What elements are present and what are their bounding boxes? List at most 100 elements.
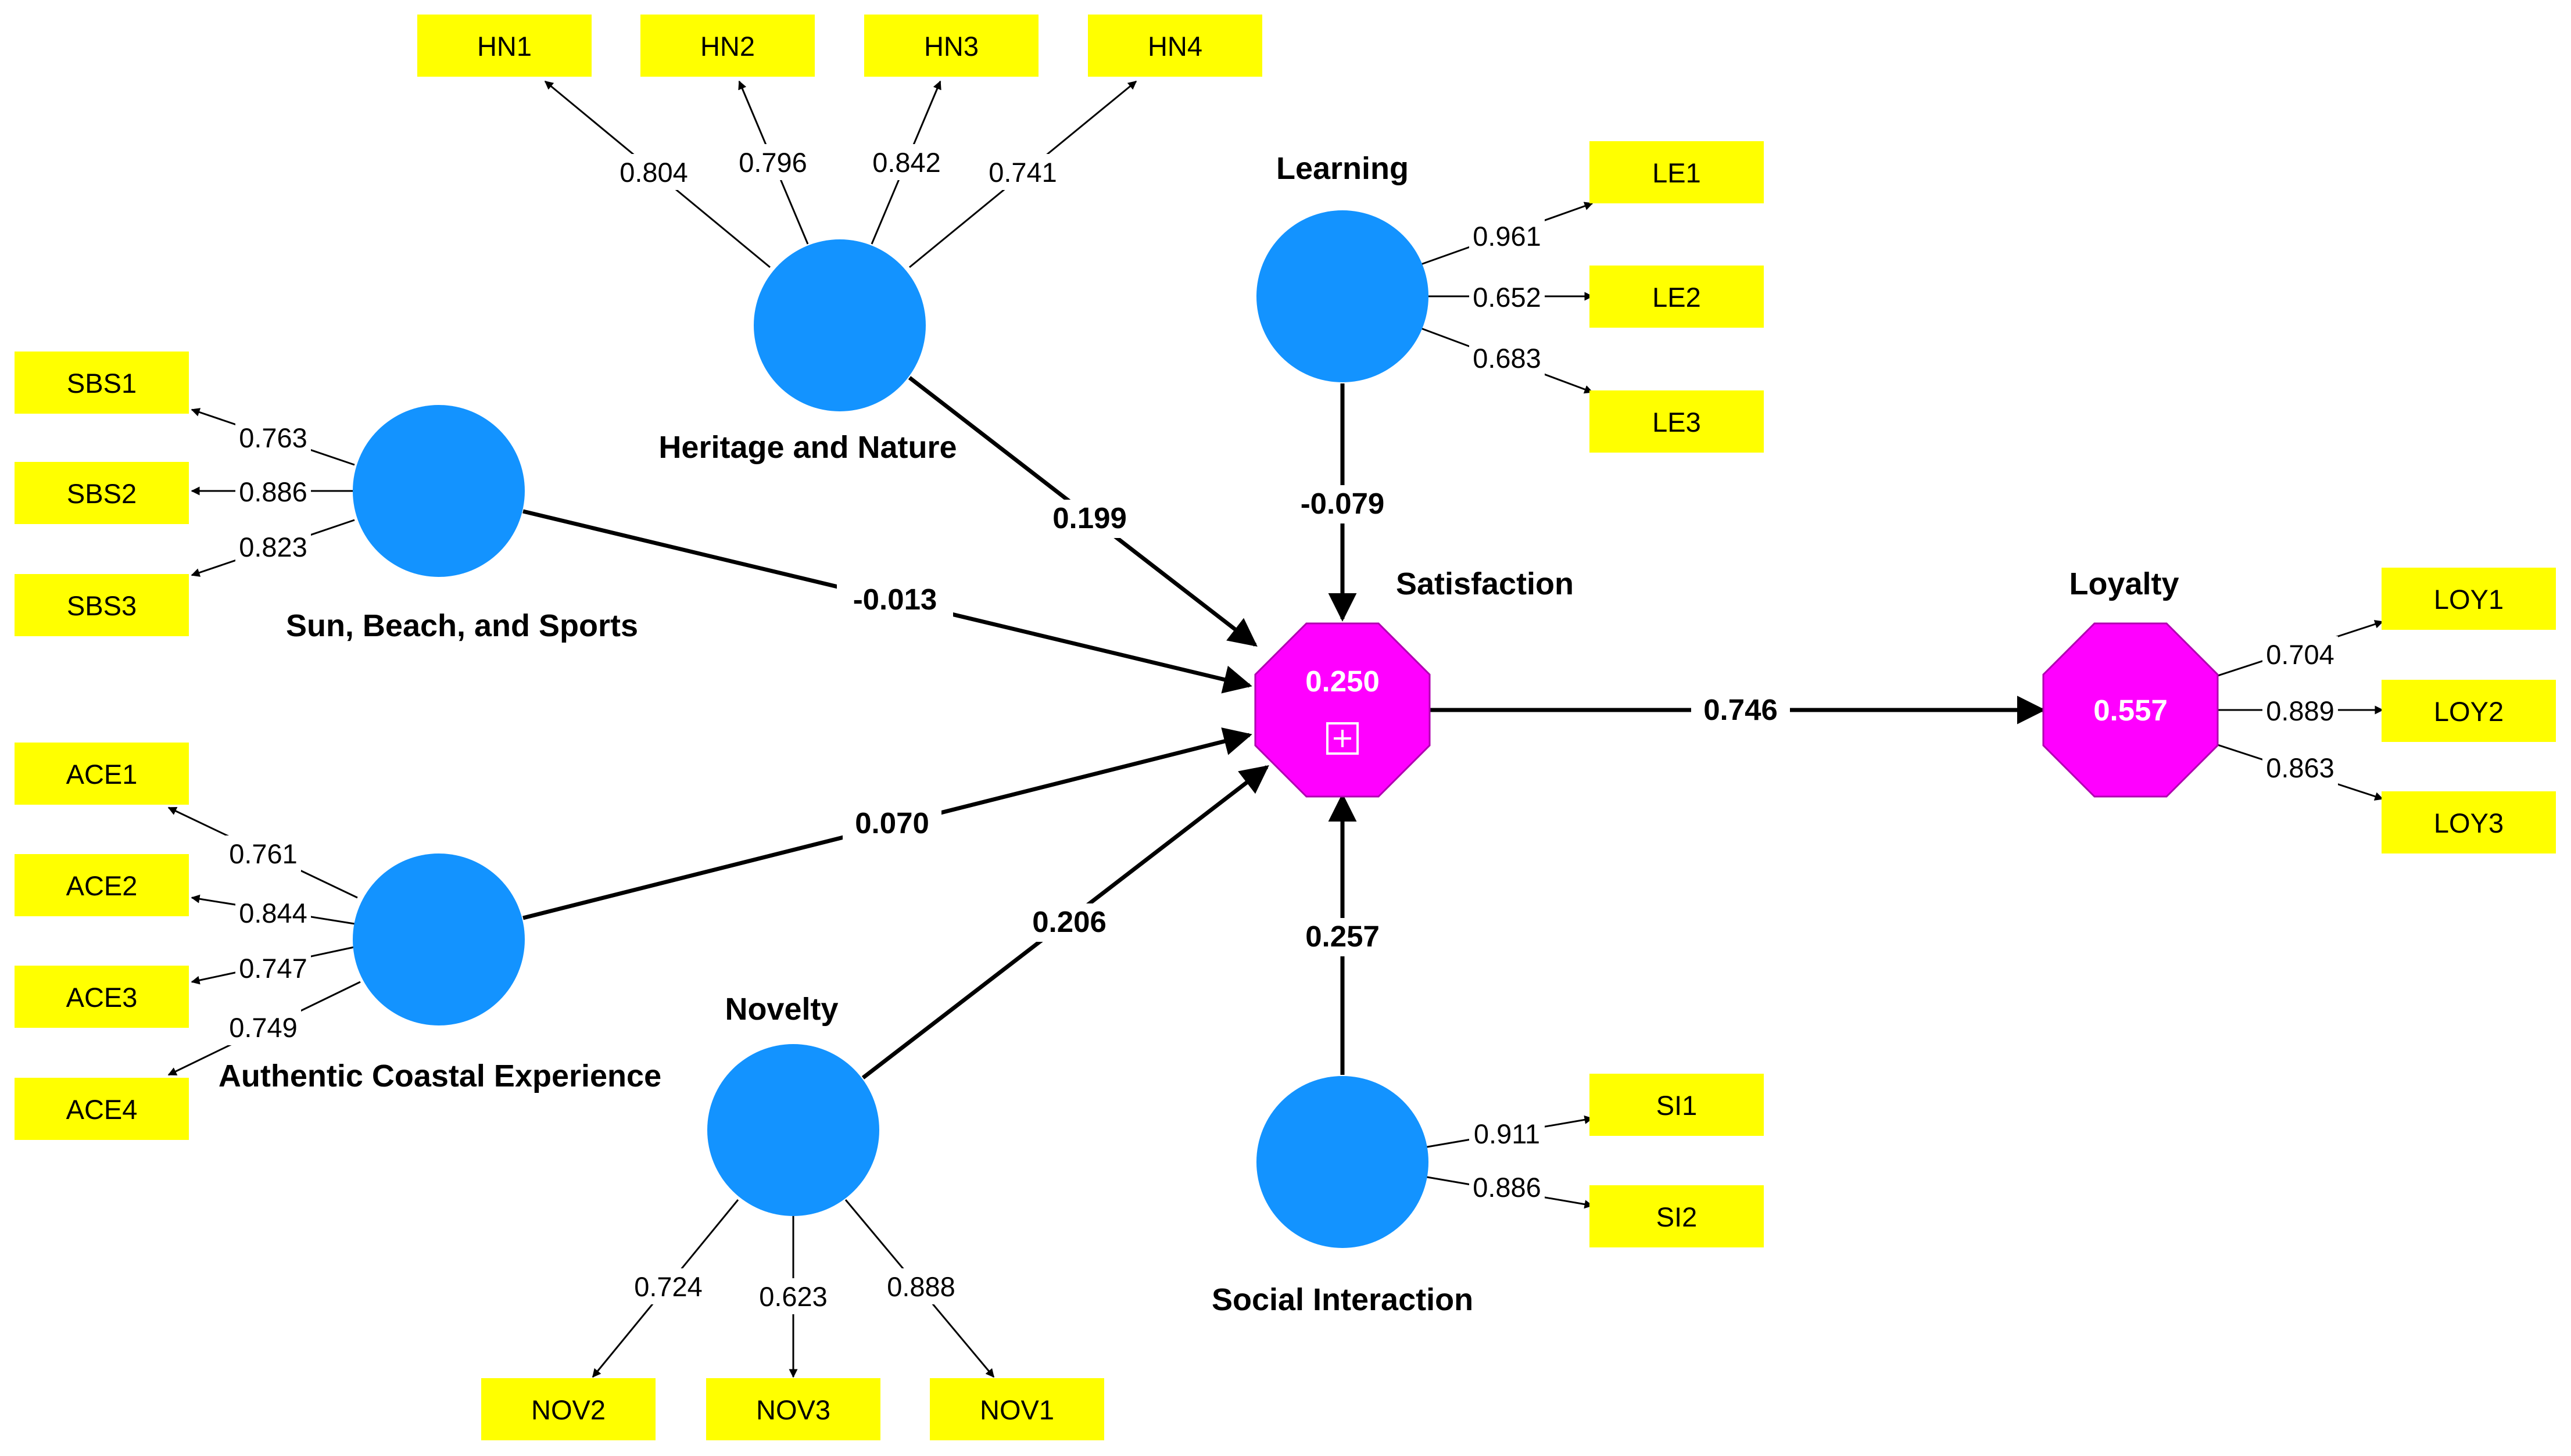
indicator-boxes: HN1 HN2 HN3 HN4 SBS1 SBS2 SBS3 ACE1 ACE2…	[15, 15, 2556, 1440]
indicator-ace4[interactable]: ACE4	[15, 1078, 189, 1140]
construct-node-loy[interactable]	[2042, 622, 2219, 798]
loading-value-loy2: 0.889	[2266, 695, 2334, 726]
path-coef-le-sat: -0.079	[1301, 487, 1385, 520]
indicator-label-ace2: ACE2	[66, 870, 138, 901]
indicator-label-ace1: ACE1	[66, 759, 138, 790]
indicator-si2[interactable]: SI2	[1589, 1185, 1764, 1247]
construct-authentic-coastal[interactable]	[353, 853, 525, 1025]
indicator-le1[interactable]: LE1	[1589, 141, 1764, 203]
path-coef-ace-sat: 0.070	[855, 806, 929, 840]
construct-node-hn[interactable]	[754, 239, 926, 411]
loading-value-nov3: 0.623	[759, 1281, 828, 1312]
indicator-label-le1: LE1	[1652, 157, 1701, 188]
loading-value-hn1: 0.804	[620, 157, 688, 188]
loading-value-le1: 0.961	[1473, 221, 1541, 252]
r2-value-satisfaction: 0.250	[1305, 665, 1380, 698]
construct-heritage-nature[interactable]	[754, 239, 926, 411]
indicator-le3[interactable]: LE3	[1589, 390, 1764, 453]
indicator-label-le3: LE3	[1652, 407, 1701, 437]
construct-sun-beach-sports[interactable]	[353, 405, 525, 577]
loading-value-nov1: 0.888	[887, 1271, 955, 1302]
indicator-label-si2: SI2	[1656, 1202, 1698, 1232]
construct-node-sat[interactable]	[1254, 622, 1431, 798]
construct-satisfaction[interactable]: 0.250	[1254, 622, 1431, 798]
loading-value-le3: 0.683	[1473, 343, 1541, 374]
loading-value-sbs1: 0.763	[239, 422, 307, 453]
indicator-label-ace3: ACE3	[66, 982, 138, 1013]
construct-node-sbs[interactable]	[353, 405, 525, 577]
construct-learning[interactable]	[1256, 210, 1428, 382]
indicator-hn1[interactable]: HN1	[417, 15, 592, 77]
loading-value-le2: 0.652	[1473, 282, 1541, 313]
construct-node-ace[interactable]	[353, 853, 525, 1025]
construct-loyalty[interactable]: 0.557	[2042, 622, 2219, 798]
construct-label-nov: Novelty	[725, 992, 838, 1027]
indicator-label-hn2: HN2	[700, 31, 755, 62]
indicator-label-le2: LE2	[1652, 282, 1701, 313]
indicator-nov3[interactable]: NOV3	[706, 1378, 880, 1440]
construct-novelty[interactable]	[707, 1044, 879, 1216]
loading-value-si2: 0.886	[1473, 1172, 1541, 1203]
path-coef-si-sat: 0.257	[1305, 920, 1380, 953]
loading-value-loy1: 0.704	[2266, 639, 2334, 670]
indicator-label-sbs1: SBS1	[67, 368, 137, 399]
construct-label-loy: Loyalty	[2069, 566, 2179, 601]
loading-value-loy3: 0.863	[2266, 752, 2334, 783]
loading-value-nov2: 0.724	[634, 1271, 703, 1302]
indicator-sbs2[interactable]: SBS2	[15, 462, 189, 524]
indicator-ace1[interactable]: ACE1	[15, 743, 189, 805]
construct-label-sbs: Sun, Beach, and Sports	[286, 608, 638, 643]
indicator-label-nov3: NOV3	[756, 1394, 830, 1425]
r2-value-loyalty: 0.557	[2093, 694, 2168, 727]
path-coef-sat-loy: 0.746	[1703, 693, 1778, 726]
loading-value-ace2: 0.844	[239, 898, 307, 928]
indicator-loy2[interactable]: LOY2	[2382, 680, 2556, 742]
path-coef-nov-sat: 0.206	[1032, 905, 1107, 938]
loading-value-ace1: 0.761	[229, 838, 298, 869]
path-labels: 0.199 -0.013 0.070 0.206 -0.079 0.257 0.…	[837, 485, 1790, 956]
indicator-sbs3[interactable]: SBS3	[15, 574, 189, 636]
indicator-label-nov2: NOV2	[531, 1394, 606, 1425]
loading-value-hn4: 0.741	[989, 157, 1057, 188]
indicator-hn3[interactable]: HN3	[864, 15, 1039, 77]
loading-labels: 0.804 0.796 0.842 0.741 0.763 0.886 0.82…	[225, 144, 2338, 1314]
loading-value-ace4: 0.749	[229, 1012, 298, 1043]
construct-node-nov[interactable]	[707, 1044, 879, 1216]
indicator-ace3[interactable]: ACE3	[15, 966, 189, 1028]
indicator-label-sbs3: SBS3	[67, 590, 137, 621]
plus-square-icon[interactable]	[1326, 722, 1359, 755]
construct-social-interaction[interactable]	[1256, 1076, 1428, 1248]
indicator-loy1[interactable]: LOY1	[2382, 568, 2556, 630]
indicator-label-hn1: HN1	[477, 31, 532, 62]
indicator-label-loy2: LOY2	[2434, 696, 2504, 727]
indicator-label-loy3: LOY3	[2434, 808, 2504, 838]
indicator-label-si1: SI1	[1656, 1090, 1698, 1121]
construct-label-si: Social Interaction	[1212, 1282, 1473, 1317]
indicator-label-loy1: LOY1	[2434, 584, 2504, 615]
indicator-label-sbs2: SBS2	[67, 478, 137, 509]
indicator-label-nov1: NOV1	[980, 1394, 1054, 1425]
path-coef-sbs-sat: -0.013	[853, 583, 937, 616]
construct-label-sat: Satisfaction	[1396, 566, 1574, 601]
construct-node-si[interactable]	[1256, 1076, 1428, 1248]
loading-value-hn3: 0.842	[872, 147, 941, 178]
indicator-hn4[interactable]: HN4	[1088, 15, 1262, 77]
indicator-label-ace4: ACE4	[66, 1094, 138, 1125]
construct-node-le[interactable]	[1256, 210, 1428, 382]
construct-label-ace: Authentic Coastal Experience	[219, 1059, 661, 1093]
indicator-loy3[interactable]: LOY3	[2382, 791, 2556, 853]
indicator-hn2[interactable]: HN2	[640, 15, 815, 77]
loading-value-sbs3: 0.823	[239, 532, 307, 562]
indicator-ace2[interactable]: ACE2	[15, 854, 189, 916]
construct-label-le: Learning	[1276, 151, 1409, 186]
indicator-le2[interactable]: LE2	[1589, 266, 1764, 328]
indicator-sbs1[interactable]: SBS1	[15, 352, 189, 414]
loading-value-sbs2: 0.886	[239, 476, 307, 507]
loading-value-si1: 0.911	[1474, 1118, 1540, 1149]
indicator-si1[interactable]: SI1	[1589, 1074, 1764, 1136]
construct-label-hn: Heritage and Nature	[658, 430, 957, 465]
indicator-label-hn4: HN4	[1148, 31, 1202, 62]
indicator-nov2[interactable]: NOV2	[481, 1378, 656, 1440]
indicator-nov1[interactable]: NOV1	[930, 1378, 1104, 1440]
